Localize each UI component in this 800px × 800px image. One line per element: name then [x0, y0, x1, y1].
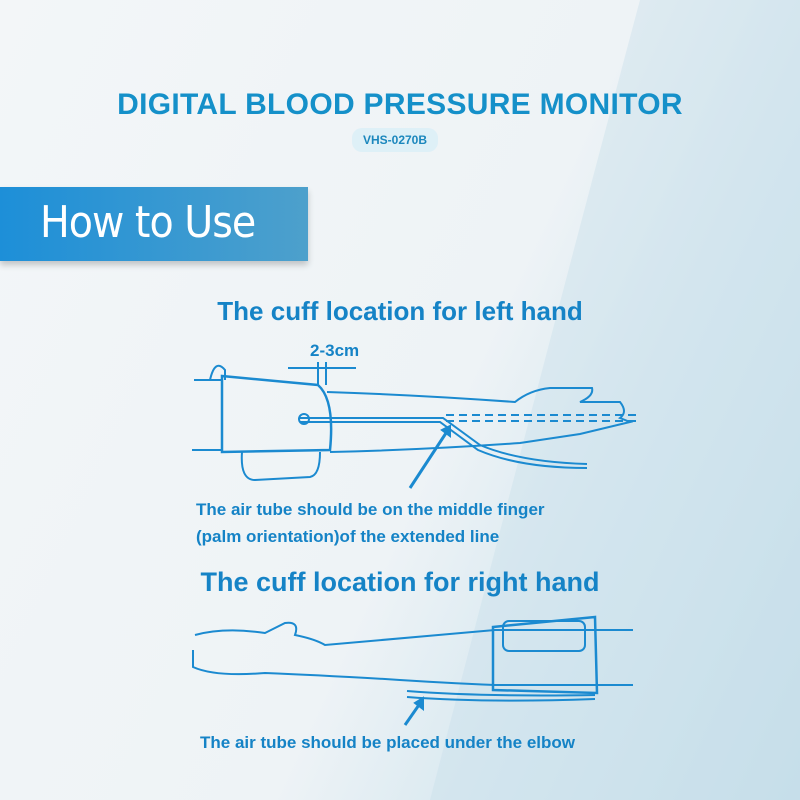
- left-arm-diagram: [192, 362, 640, 489]
- right-arm-diagram: [192, 615, 633, 726]
- model-badge: VHS-0270B: [352, 128, 438, 152]
- right-hand-heading: The cuff location for right hand: [200, 567, 600, 597]
- banner-label: How to Use: [40, 197, 256, 248]
- left-hand-note-line2: (palm orientation)of the extended line: [196, 527, 500, 546]
- right-hand-note: The air tube should be placed under the …: [200, 733, 575, 752]
- left-hand-note-line1: The air tube should be on the middle fin…: [196, 500, 545, 519]
- left-hand-heading: The cuff location for left hand: [217, 296, 583, 326]
- page-title: DIGITAL BLOOD PRESSURE MONITOR: [117, 88, 683, 121]
- distance-label: 2-3cm: [310, 341, 360, 360]
- how-to-use-banner: How to Use: [0, 187, 308, 261]
